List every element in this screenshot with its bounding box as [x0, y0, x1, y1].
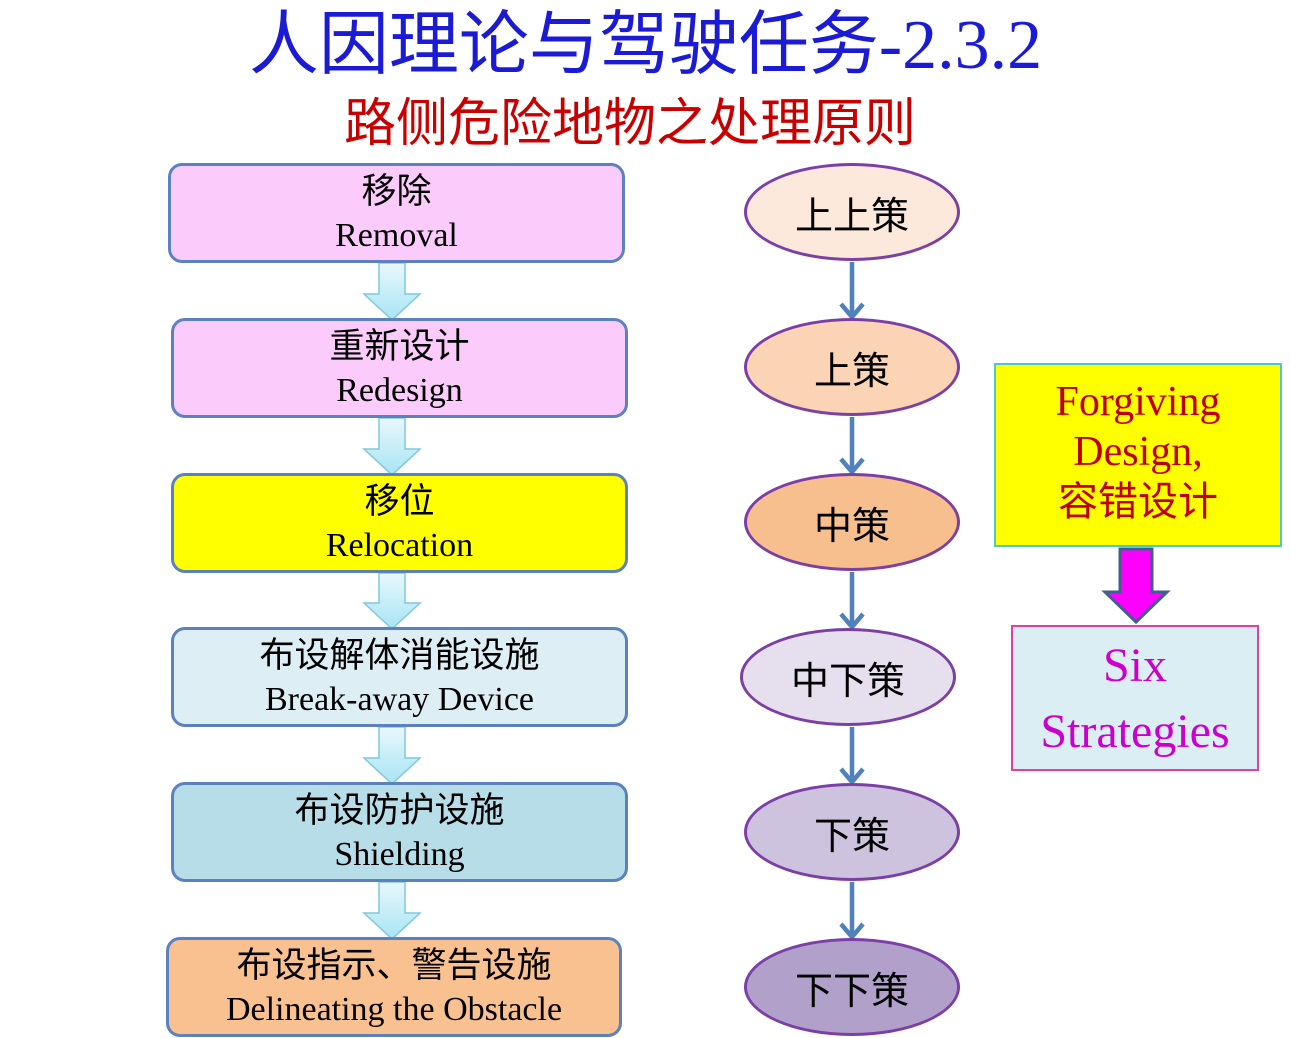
rank-ellipse: 上上策: [744, 163, 960, 261]
step-en: Removal: [335, 217, 458, 254]
six-line1: Six: [1102, 639, 1168, 692]
step-down-arrow: [362, 881, 422, 941]
title-text: 人因理论与驾驶任务: [248, 3, 879, 85]
step-box: 移位 Relocation: [171, 473, 628, 573]
rank-down-arrow: [839, 417, 865, 476]
rank-ellipse: 中下策: [740, 628, 956, 726]
step-box: 重新设计 Redesign: [171, 318, 628, 418]
rank-ellipse: 下策: [744, 783, 960, 881]
step-zh: 布设指示、警告设施: [236, 946, 552, 986]
rank-label: 下策: [813, 813, 890, 858]
rank-down-arrow: [839, 262, 865, 321]
step-zh: 重新设计: [329, 327, 470, 367]
step-zh: 布设解体消能设施: [259, 636, 540, 676]
step-en: Redesign: [336, 372, 463, 409]
six-strategies-box: Six Strategies: [1011, 625, 1259, 771]
forgiving-line2: Design,: [1073, 429, 1203, 475]
step-zh: 移位: [364, 482, 435, 522]
step-box: 布设指示、警告设施 Delineating the Obstacle: [166, 937, 622, 1037]
forgiving-zh: 容错设计: [1058, 479, 1218, 525]
step-zh: 布设防护设施: [294, 791, 505, 831]
step-box: 布设防护设施 Shielding: [171, 782, 628, 882]
step-down-arrow: [362, 262, 422, 322]
step-en: Break-away Device: [264, 681, 534, 718]
step-down-arrow: [362, 726, 422, 786]
rank-label: 下下策: [794, 968, 909, 1013]
rank-down-arrow: [839, 882, 865, 941]
step-en: Shielding: [334, 836, 465, 873]
rank-label: 中策: [813, 503, 890, 548]
rank-label: 中下策: [790, 658, 905, 703]
rank-label: 上上策: [794, 193, 909, 238]
step-en: Relocation: [325, 527, 474, 564]
rank-ellipse: 上策: [744, 318, 960, 416]
step-down-arrow: [362, 417, 422, 477]
step-box: 布设解体消能设施 Break-away Device: [171, 627, 628, 727]
magenta-down-arrow: [1101, 547, 1171, 625]
forgiving-line1: Forgiving: [1055, 379, 1221, 425]
forgiving-design-box: Forgiving Design, 容错设计: [994, 363, 1282, 547]
step-down-arrow: [362, 572, 422, 631]
step-en: Delineating the Obstacle: [225, 991, 563, 1028]
slide-title: 人因理论与驾驶任务-2.3.2: [0, 2, 1291, 88]
step-zh: 移除: [361, 172, 432, 212]
rank-ellipse: 下下策: [744, 938, 960, 1036]
rank-ellipse: 中策: [744, 473, 960, 571]
slide-subtitle: 路侧危险地物之处理原则: [343, 94, 916, 154]
rank-down-arrow: [839, 727, 865, 786]
rank-label: 上策: [813, 348, 890, 393]
rank-down-arrow: [839, 572, 865, 631]
six-line2: Strategies: [1040, 705, 1230, 758]
step-box: 移除 Removal: [168, 163, 625, 263]
title-number: -2.3.2: [878, 7, 1043, 84]
